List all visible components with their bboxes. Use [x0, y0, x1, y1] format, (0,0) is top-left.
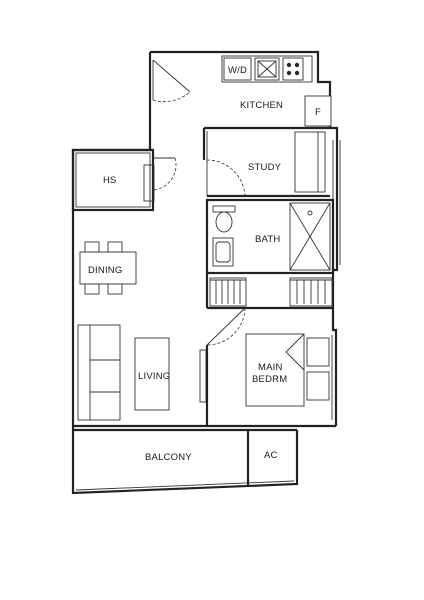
basin — [212, 237, 234, 267]
coffee-table — [134, 337, 170, 411]
hs-label: HS — [103, 175, 117, 186]
dining-table — [79, 251, 137, 285]
bed — [245, 333, 305, 407]
ac-label: AC — [264, 450, 278, 461]
dining-label: DINING — [88, 265, 122, 276]
living-area: LIVING — [77, 324, 207, 421]
wardrobes — [207, 277, 333, 310]
kitchen-label: KITCHEN — [240, 100, 283, 111]
study-room: STUDY — [206, 131, 330, 198]
bedroom-label-line1: MAIN — [258, 362, 283, 373]
bedroom-label-line2: BEDRM — [252, 374, 287, 385]
sofa — [77, 324, 121, 421]
washer-dryer-label: W/D — [228, 65, 247, 76]
bath-label: BATH — [255, 234, 280, 245]
main-bedroom: MAIN BEDRM — [245, 333, 330, 407]
toilet-cistern — [212, 205, 236, 213]
living-label: LIVING — [138, 371, 170, 382]
study-label: STUDY — [248, 162, 282, 173]
balcony-label: BALCONY — [145, 452, 192, 463]
bathroom: BATH — [205, 198, 335, 275]
kitchen-area: W/D KITCHEN F — [152, 55, 332, 127]
study-desk — [294, 131, 326, 193]
balcony: BALCONY AC — [71, 428, 299, 495]
hob — [282, 57, 304, 81]
dining-area: DINING — [79, 241, 137, 295]
fridge — [304, 95, 332, 127]
fridge-label: F — [315, 107, 321, 118]
toilet-bowl — [215, 211, 233, 233]
washer-dryer — [223, 57, 252, 81]
household-shelter: HS — [71, 148, 177, 212]
